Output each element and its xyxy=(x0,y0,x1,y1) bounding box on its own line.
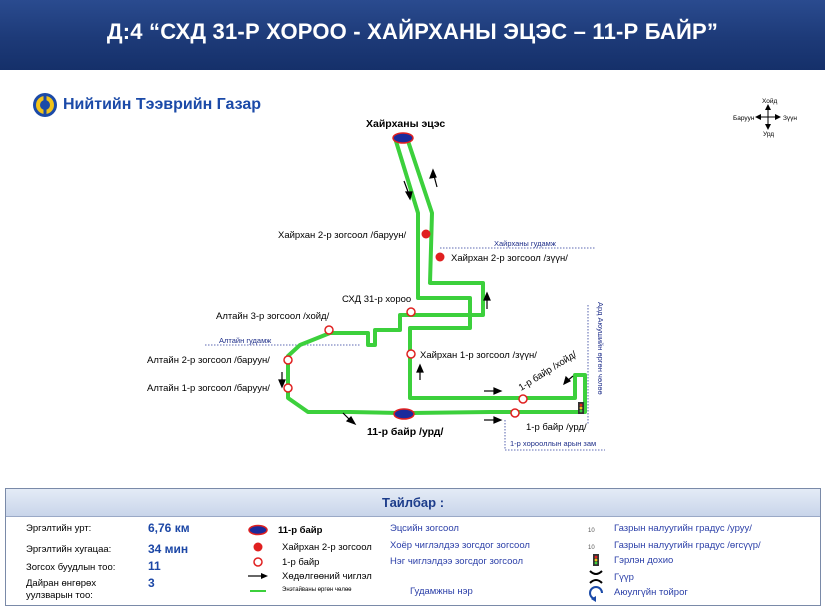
stat-label-time: Эргэлтийн хугацаа: xyxy=(26,544,112,555)
stat-value-intersections: 3 xyxy=(148,576,155,590)
label-terminal-top: Хайрханы эцэс xyxy=(366,118,445,130)
stop-bair1-south[interactable] xyxy=(510,408,520,418)
terminal-bottom-marker[interactable] xyxy=(393,408,415,420)
legend-slope-down: Газрын налуугийн градус /уруу/ xyxy=(614,523,752,534)
label-khairkhan1-east: Хайрхан 1-р зогсоол /зүүн/ xyxy=(420,350,537,361)
stop-skhd31[interactable] xyxy=(406,307,416,317)
stop-bair1-north[interactable] xyxy=(518,394,528,404)
terminal-top-marker[interactable] xyxy=(392,132,414,144)
legend-arrow-icon xyxy=(261,573,268,579)
compass-icon xyxy=(755,104,781,130)
route-line-b xyxy=(286,136,485,415)
label-altai2-west: Алтайн 2-р зогсоол /баруун/ xyxy=(147,355,270,366)
stat-value-stops: 11 xyxy=(148,559,161,573)
legend-street-name: Гудамжны нэр xyxy=(410,586,473,597)
legend-terminal-icon xyxy=(248,524,268,536)
legend-symbols xyxy=(248,524,268,592)
label-khairkhan2-west: Хайрхан 2-р зогсоол /баруун/ xyxy=(278,230,407,241)
stop-khairkhan2-west[interactable] xyxy=(421,229,431,239)
legend-traffic-light-icon xyxy=(593,554,599,566)
label-altai1-west: Алтайн 1-р зогсоол /баруун/ xyxy=(147,383,270,394)
stop-khairkhan2-east[interactable] xyxy=(435,252,445,262)
stop-altai2-west[interactable] xyxy=(283,355,293,365)
street-khairkhan: Хайрханы гудамж xyxy=(494,239,556,248)
slope-up-icon: 10 xyxy=(588,545,595,551)
label-bair1-south: 1-р байр /урд/ xyxy=(526,422,587,433)
direction-arrows xyxy=(278,168,574,426)
compass-east: Зүүн xyxy=(783,115,797,122)
compass-west: Баруун xyxy=(733,115,755,122)
legend-two-way-type: Хоёр чиглэлдээ зогсдог зогсоол xyxy=(390,540,530,551)
legend-bridge: Гүүр xyxy=(614,572,634,583)
stat-label-stops: Зогсох буудлын тоо: xyxy=(26,562,116,573)
legend-terminal-label: 11-р байр xyxy=(278,525,323,536)
compass-north: Хойд xyxy=(762,97,778,105)
legend-two-way-label: Хайрхан 2-р зогсоол xyxy=(282,542,372,553)
legend-panel: Тайлбар : Эргэлтийн урт: 6,76 км Эргэлти… xyxy=(5,488,821,606)
stat-value-length: 6,76 км xyxy=(148,521,190,535)
stop-khairkhan1-east[interactable] xyxy=(406,349,416,359)
street-altai: Алтайн гудамж xyxy=(219,336,271,345)
header-banner: Д:4 “СХД 31-Р ХОРОО - ХАЙРХАНЫ ЭЦЭС – 11… xyxy=(0,0,825,70)
bridge-icon xyxy=(589,570,603,584)
label-altai3-north: Алтайн 3-р зогсоол /хойд/ xyxy=(216,311,330,322)
legend-right-icons: 10 10 xyxy=(588,528,603,602)
page-title: Д:4 “СХД 31-Р ХОРОО - ХАЙРХАНЫ ЭЦЭС – 11… xyxy=(106,19,719,44)
legend-two-way-icon xyxy=(253,542,263,552)
legend-roundabout: Аюулгүйн тойрог xyxy=(614,587,688,598)
traffic-light-icon xyxy=(578,402,584,414)
stat-label-intersections: Дайран өнгөрөх уулзварын тоо: xyxy=(26,578,97,601)
stop-altai1-west[interactable] xyxy=(283,383,293,393)
legend-title: Тайлбар : xyxy=(6,489,820,517)
slope-down-icon: 10 xyxy=(588,528,595,534)
legend-one-way-label: 1-р байр xyxy=(282,557,320,568)
stat-value-time: 34 мин xyxy=(148,542,189,556)
org-name: Нийтийн Тээврийн Газар xyxy=(63,96,262,113)
legend-direction-label: Хөдөлгөөний чиглэл xyxy=(282,571,372,582)
legend-terminal-type: Эцсийн зогсоол xyxy=(390,523,459,534)
label-khairkhan2-east: Хайрхан 2-р зогсоол /зүүн/ xyxy=(451,253,568,264)
legend-avenue-label: Энэтайваны өргөн чөлөө xyxy=(282,587,352,593)
legend-traffic-light: Гэрлэн дохио xyxy=(614,555,674,566)
org-logo-icon xyxy=(33,93,57,117)
label-terminal-bottom: 11-р байр /урд/ xyxy=(367,426,443,438)
stop-altai3-north[interactable] xyxy=(324,325,334,335)
legend-slope-up: Газрын налуугийн градус /өгсүүр/ xyxy=(614,540,761,551)
compass-south: Урд xyxy=(763,131,774,138)
stat-label-length: Эргэлтийн урт: xyxy=(26,523,92,534)
street-ard-ayush: Ард Аюушийн өргөн чөлөө xyxy=(596,302,605,395)
label-skhd31: СХД 31-р хороо xyxy=(342,294,411,305)
route-line-a xyxy=(393,136,587,415)
legend-one-way-type: Нэг чиглэлдээ зогсдог зогсоол xyxy=(390,556,524,567)
legend-one-way-icon xyxy=(253,557,263,567)
route-map: Хойд Урд Баруун Зүүн xyxy=(147,97,797,451)
street-khoroo1: 1-р хорооллын арын зам xyxy=(510,439,596,448)
